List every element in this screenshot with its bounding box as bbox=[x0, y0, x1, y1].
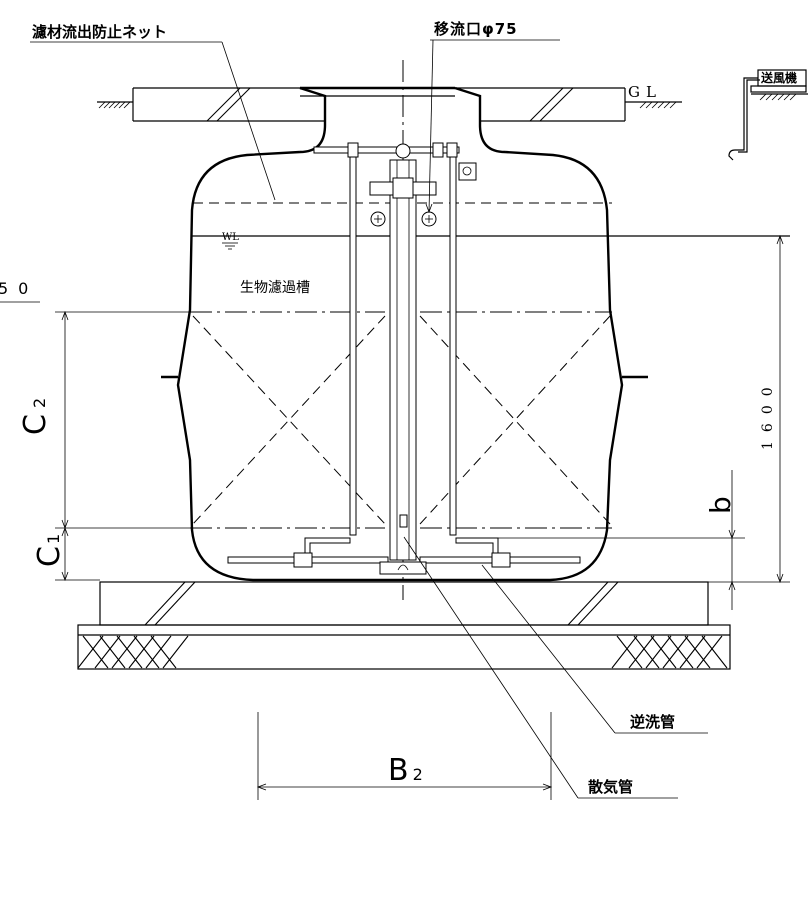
backwash-leader bbox=[481, 564, 616, 734]
transfer-port-leader bbox=[428, 39, 434, 213]
bio-tank-label: 生物濾過槽 bbox=[240, 280, 310, 296]
aeration-leader bbox=[403, 536, 579, 799]
dim-c-left bbox=[55, 310, 190, 582]
filter-media-boxes bbox=[190, 311, 612, 529]
dim-1600 bbox=[708, 234, 790, 584]
filter-net-label: 濾材流出防止ネット bbox=[32, 23, 167, 41]
blower-label: 送風機 bbox=[760, 70, 797, 85]
dim-1600-label: 1600 bbox=[760, 378, 776, 450]
blower-symbol bbox=[728, 69, 808, 161]
c2-label: C2 bbox=[18, 398, 53, 435]
wl-label: WL bbox=[222, 232, 239, 243]
gl-label: GL bbox=[628, 83, 662, 101]
dim-b2 bbox=[256, 712, 553, 800]
aeration-label: 散気管 bbox=[588, 778, 633, 796]
tank-body bbox=[161, 86, 648, 582]
internal-piping bbox=[227, 142, 581, 575]
ground-slab bbox=[97, 87, 682, 122]
filter-net-leader bbox=[221, 41, 276, 201]
c1-label: C1 bbox=[32, 534, 67, 567]
wl-symbol bbox=[222, 242, 238, 250]
base-slab bbox=[77, 581, 731, 670]
b-label: b bbox=[704, 496, 737, 514]
backwash-label: 逆洗管 bbox=[630, 713, 675, 731]
dim-b bbox=[456, 470, 745, 610]
transfer-port-label: 移流口φ75 bbox=[434, 20, 518, 38]
dim-50-label: 50 bbox=[0, 279, 38, 298]
